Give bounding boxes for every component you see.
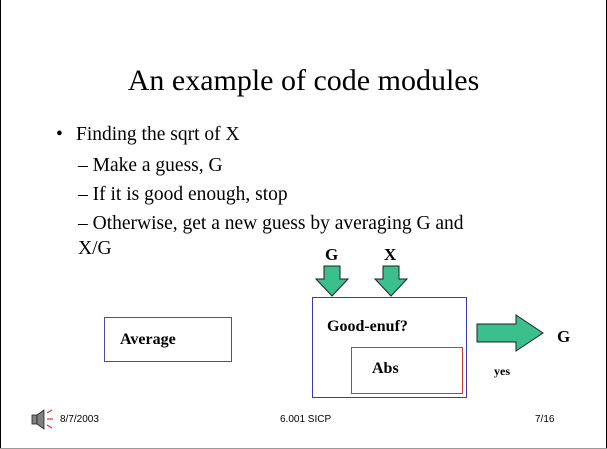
- abs-module-box: [351, 347, 463, 394]
- average-label: Average: [120, 331, 176, 348]
- output-arrow: [476, 314, 544, 352]
- bullet-level2-guess: – Make a guess, G: [78, 155, 223, 177]
- input-x-arrow: [373, 265, 409, 297]
- bullet-dash: –: [78, 155, 88, 176]
- goodenuf-label: Good-enuf?: [327, 318, 408, 335]
- footer-page-number: 7/16: [535, 414, 555, 425]
- bullet-level2-otherwise: – Otherwise, get a new guess by averagin…: [78, 213, 464, 235]
- output-g-label: G: [557, 327, 571, 346]
- average-module-box: [104, 317, 232, 362]
- bullet-dot: •: [56, 124, 63, 145]
- slide-title: An example of code modules: [127, 64, 480, 97]
- input-g-label: G: [325, 245, 339, 264]
- bullet-text: If it is good enough, stop: [92, 184, 288, 205]
- goodenuf-module-box: [312, 297, 467, 398]
- yes-label: yes: [494, 364, 510, 378]
- bullet-dash: –: [78, 213, 88, 234]
- input-g-arrow: [314, 265, 350, 297]
- bullet-text: Otherwise, get a new guess by averaging …: [92, 213, 464, 234]
- bullet-level2-continuation: X/G: [78, 238, 112, 259]
- abs-label: Abs: [372, 360, 399, 377]
- bullet-text: Make a guess, G: [92, 155, 223, 176]
- footer-course: 6.001 SICP: [280, 414, 332, 425]
- speaker-icon: [31, 409, 53, 430]
- bullet-text: Finding the sqrt of X: [76, 124, 240, 145]
- input-x-label: X: [384, 245, 397, 264]
- bullet-dash: –: [78, 184, 88, 205]
- footer-date: 8/7/2003: [60, 414, 99, 425]
- bullet-level2-stop: – If it is good enough, stop: [78, 184, 288, 206]
